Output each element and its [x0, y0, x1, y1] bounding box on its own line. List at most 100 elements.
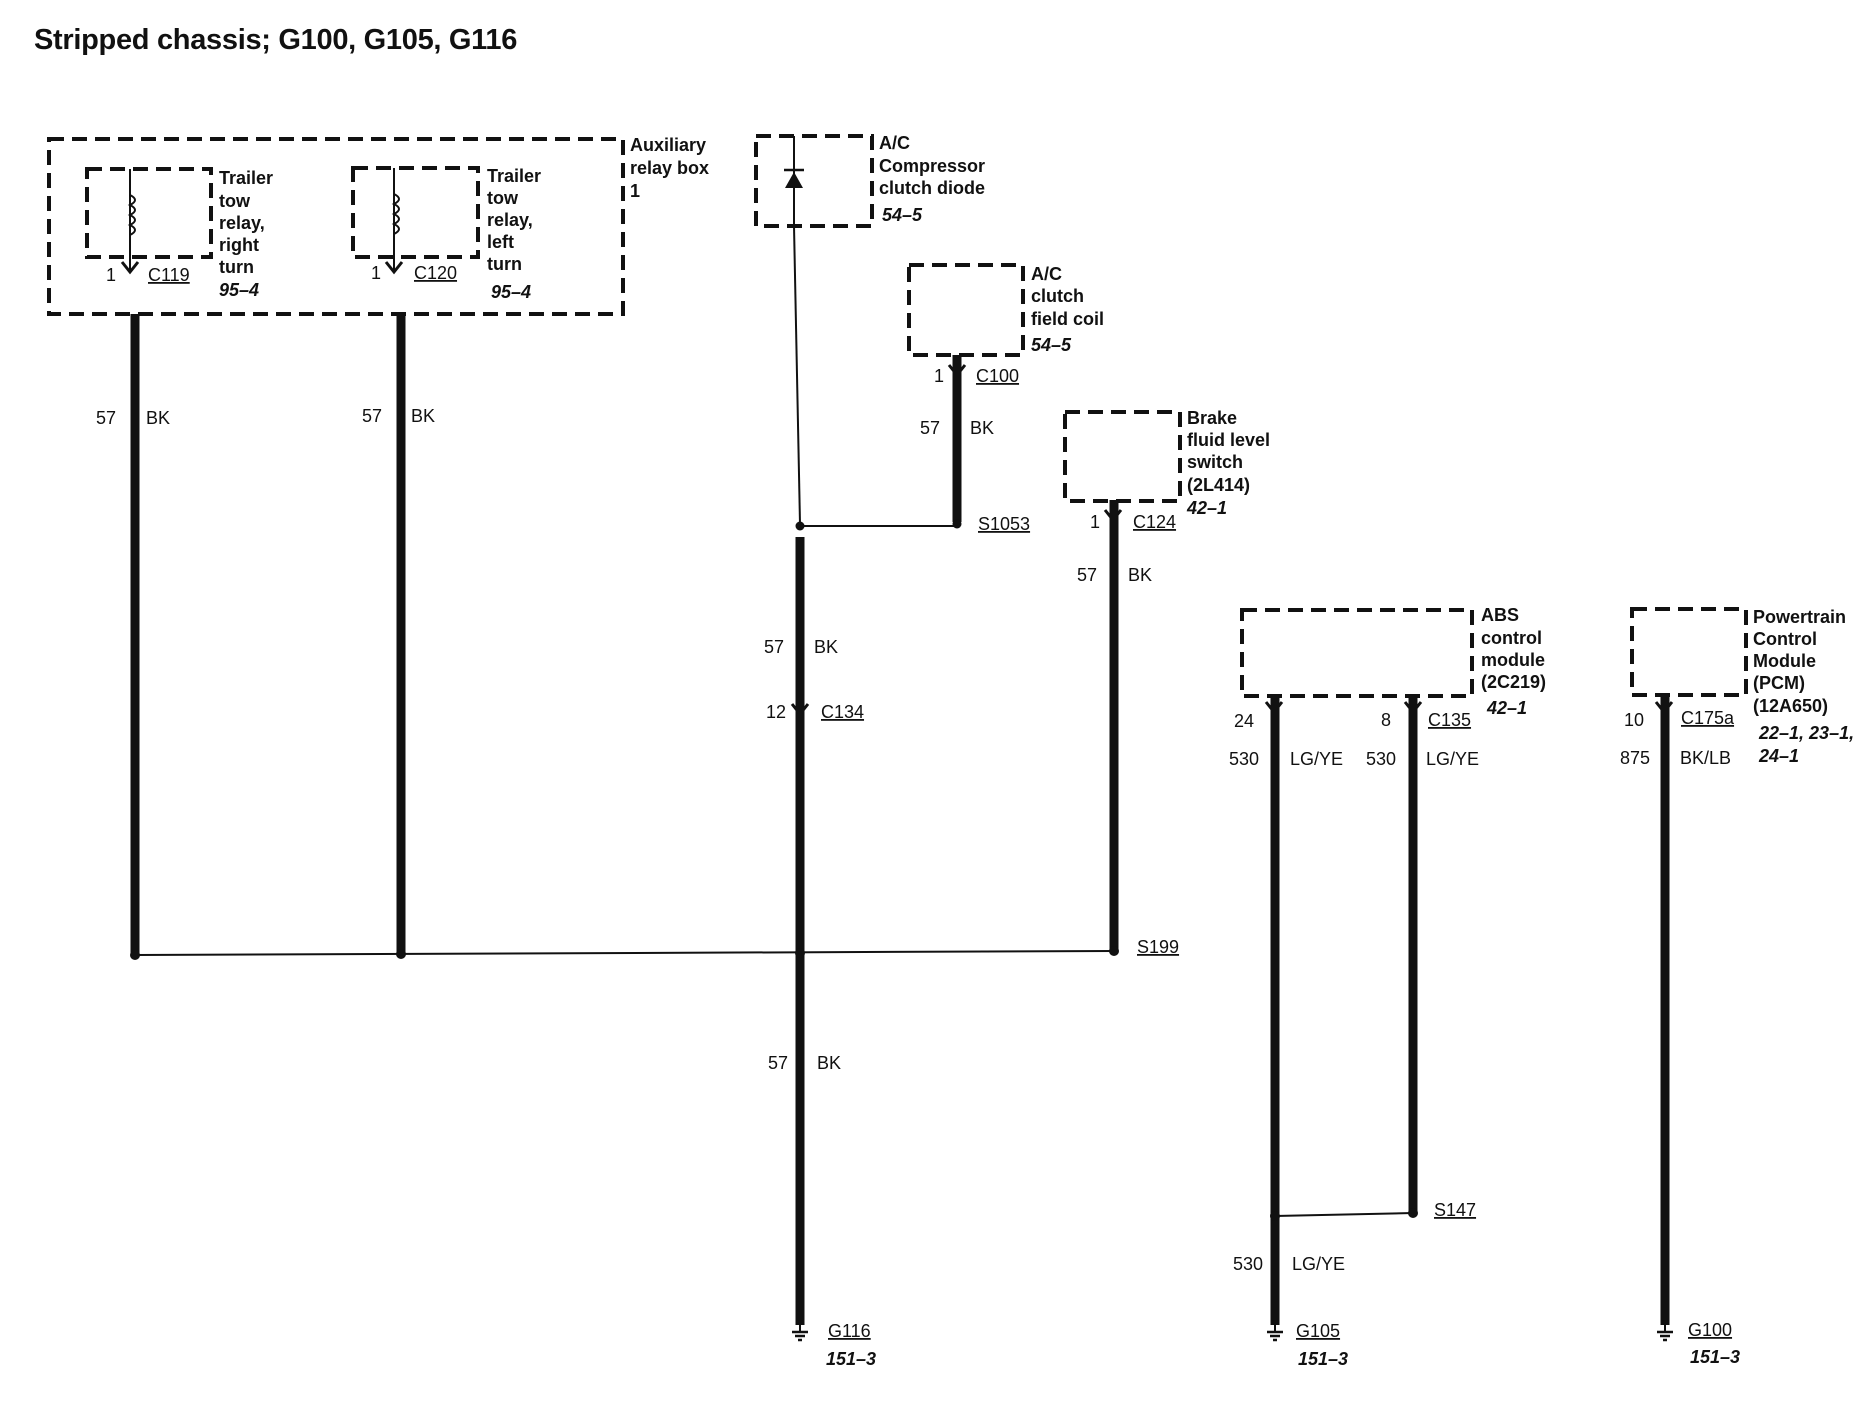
c135-pin-24: 24 [1234, 711, 1254, 731]
left-relay-ref: 95–4 [491, 282, 531, 302]
wire-color: BK/LB [1680, 748, 1731, 768]
g100-ref: 151–3 [1690, 1347, 1740, 1367]
abs-control-module: ABS control module (2C219) 42–1 24 8 C13… [1234, 605, 1546, 731]
c134-pin: 12 [766, 702, 786, 722]
wire-number: 57 [764, 637, 784, 657]
s147-label: S147 [1434, 1200, 1476, 1220]
ground-g100: G100 151–3 [1657, 1320, 1740, 1367]
g105-ref: 151–3 [1298, 1349, 1348, 1369]
s1053-label: S1053 [978, 514, 1030, 534]
g116-ref: 151–3 [826, 1349, 876, 1369]
ac-coil-label-1: A/C [1031, 264, 1062, 284]
wire-number: 57 [96, 408, 116, 428]
wire-number: 57 [362, 406, 382, 426]
brake-switch-label-4: (2L414) [1187, 475, 1250, 495]
ground-g116: G116 151–3 [792, 1321, 876, 1369]
relay-coil-icon [391, 193, 400, 235]
c124-connector: C124 [1133, 512, 1176, 532]
left-relay-label-3: relay, [487, 210, 533, 230]
g105-label: G105 [1296, 1321, 1340, 1341]
c135-pin-8: 8 [1381, 710, 1391, 730]
wire-color: LG/YE [1292, 1254, 1345, 1274]
left-relay-label-4: left [487, 232, 514, 252]
brake-fluid-level-switch: Brake fluid level switch (2L414) 42–1 1 … [1063, 408, 1270, 532]
left-relay-label-5: turn [487, 254, 522, 274]
relay-wires: 57 BK 57 BK [96, 314, 435, 953]
powertrain-control-module: Powertrain Control Module (PCM) (12A650)… [1624, 607, 1854, 766]
abs-ref: 42–1 [1486, 698, 1527, 718]
c175a-connector: C175a [1681, 708, 1735, 728]
ac-diode-label-3: clutch diode [879, 178, 985, 198]
wire-number: 530 [1229, 749, 1259, 769]
abs-label-3: module [1481, 650, 1545, 670]
c119-connector: C119 [148, 265, 190, 285]
wire-color: LG/YE [1290, 749, 1343, 769]
pcm-label-5: (12A650) [1753, 696, 1828, 716]
ac-clutch-field-coil: A/C clutch field coil 54–5 1 C100 [907, 263, 1104, 386]
pcm-label-1: Powertrain [1753, 607, 1846, 627]
ground-g105: G105 151–3 [1267, 1321, 1348, 1369]
brake-switch-label-1: Brake [1187, 408, 1237, 428]
wire-color: BK [411, 406, 435, 426]
s199-label: S199 [1137, 937, 1179, 957]
c120-pin: 1 [371, 263, 381, 283]
abs-label-4: (2C219) [1481, 672, 1546, 692]
wire-color: BK [814, 637, 838, 657]
connector-icon [120, 261, 140, 275]
ac-compressor-clutch-diode: A/C Compressor clutch diode 54–5 [754, 133, 985, 228]
wire-color: BK [817, 1053, 841, 1073]
right-relay-label-5: turn [219, 257, 254, 277]
wire-number: 530 [1366, 749, 1396, 769]
brake-switch-label-3: switch [1187, 452, 1243, 472]
relay-coil-icon [127, 194, 136, 236]
ac-diode-label-2: Compressor [879, 156, 985, 176]
ac-diode-label-1: A/C [879, 133, 910, 153]
pcm-label-3: Module [1753, 651, 1816, 671]
right-relay-ref: 95–4 [219, 280, 259, 300]
wire-number: 57 [1077, 565, 1097, 585]
diode-icon [785, 172, 803, 188]
pcm-ref-2: 24–1 [1758, 746, 1799, 766]
diode-wire [793, 225, 801, 525]
connector-icon [384, 261, 404, 275]
abs-label-2: control [1481, 628, 1542, 648]
pcm-ref-1: 22–1, 23–1, [1758, 723, 1854, 743]
aux-relay-box-label-3: 1 [630, 181, 640, 201]
page-title: Stripped chassis; G100, G105, G116 [34, 24, 518, 56]
wire-number: 530 [1233, 1254, 1263, 1274]
wire-color: LG/YE [1426, 749, 1479, 769]
wire-number: 57 [920, 418, 940, 438]
ac-coil-label-3: field coil [1031, 309, 1104, 329]
s147-link [1274, 1212, 1414, 1217]
connector-icon [790, 703, 810, 717]
wire-color: BK [146, 408, 170, 428]
brake-switch-ref: 42–1 [1186, 498, 1227, 518]
auxiliary-relay-box: Auxiliary relay box 1 [47, 135, 709, 316]
s199-bus [134, 950, 1115, 956]
ac-coil-label-2: clutch [1031, 286, 1084, 306]
wire-number: 875 [1620, 748, 1650, 768]
trailer-tow-relay-left-turn: Trailer tow relay, left turn 95–4 1 C120 [351, 166, 541, 302]
c120-connector: C120 [414, 263, 457, 283]
c124-pin: 1 [1090, 512, 1100, 532]
c175a-pin: 10 [1624, 710, 1644, 730]
c100-pin: 1 [934, 366, 944, 386]
c100-connector: C100 [976, 366, 1019, 386]
pcm-label-2: Control [1753, 629, 1817, 649]
wire-color: BK [1128, 565, 1152, 585]
ac-diode-ref: 54–5 [882, 205, 923, 225]
pcm-label-4: (PCM) [1753, 673, 1805, 693]
right-relay-label-2: tow [219, 191, 251, 211]
left-relay-label-2: tow [487, 188, 519, 208]
abs-label-1: ABS [1481, 605, 1519, 625]
c119-pin: 1 [106, 265, 116, 285]
wire-color: BK [970, 418, 994, 438]
ac-coil-ref: 54–5 [1031, 335, 1072, 355]
g116-label: G116 [828, 1321, 871, 1341]
c135-connector: C135 [1428, 710, 1471, 730]
left-relay-label-1: Trailer [487, 166, 541, 186]
right-relay-label-1: Trailer [219, 168, 273, 188]
c134-connector: C134 [821, 702, 864, 722]
right-relay-label-4: right [219, 235, 259, 255]
